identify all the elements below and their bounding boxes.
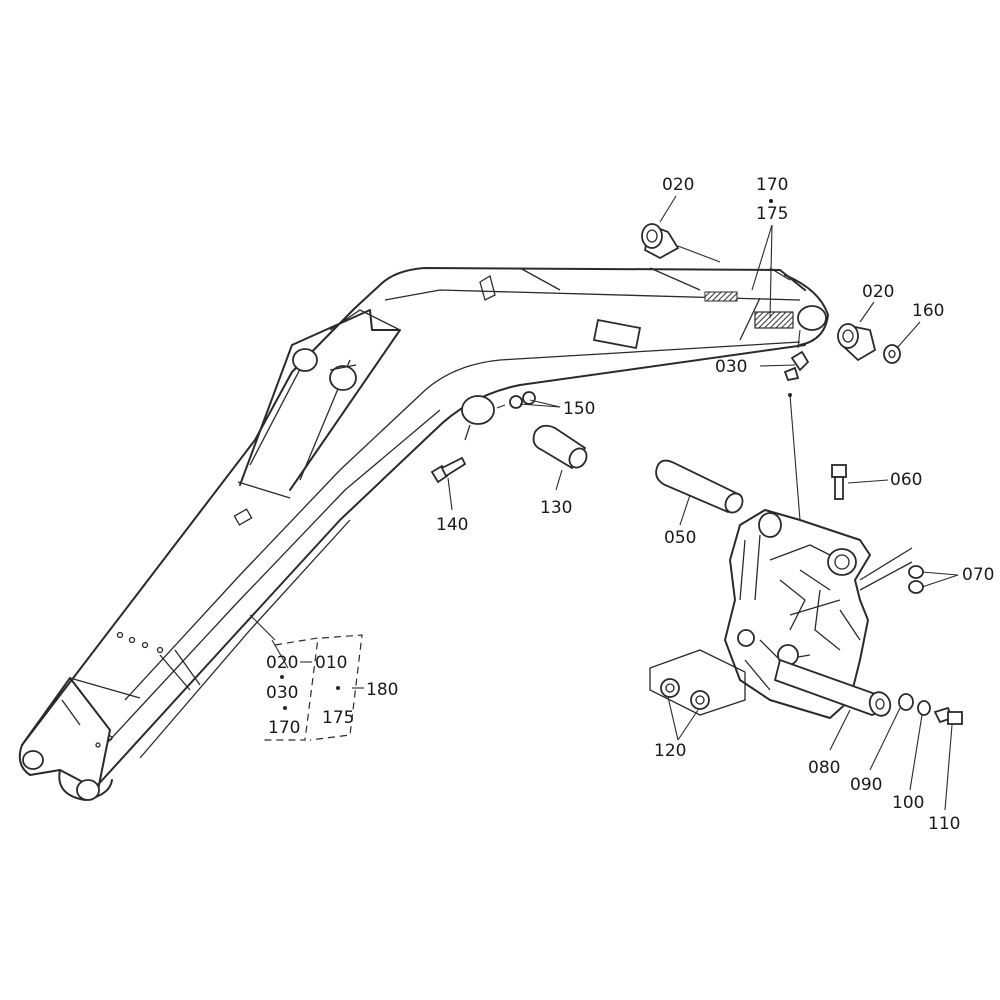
- kit-030: 030: [266, 683, 298, 703]
- pin-050: [655, 459, 744, 514]
- bushing-020-upper: [641, 223, 721, 263]
- bushing-020-right: [837, 323, 877, 362]
- boom-arm: [18, 267, 829, 801]
- bolt-060: [831, 464, 847, 500]
- bolt-140: [430, 456, 467, 484]
- kit-020: 020: [266, 653, 298, 673]
- callout-080: 080: [808, 758, 840, 778]
- callout-020-upper: 020: [662, 175, 694, 195]
- grease-nipple-030: [783, 329, 810, 382]
- kit-175: 175: [322, 708, 354, 728]
- kit-180: 180: [366, 680, 398, 700]
- callout-labels: 020 170 175 020 160 030 150 060 130 140 …: [266, 175, 994, 834]
- callout-020-right: 020: [862, 282, 894, 302]
- washer-160: [883, 344, 901, 364]
- callout-150: 150: [563, 399, 595, 419]
- callout-070: 070: [962, 565, 994, 585]
- callout-140: 140: [436, 515, 468, 535]
- nuts-070: [908, 565, 924, 594]
- nuts-150: [496, 391, 536, 409]
- callout-175: 175: [756, 204, 788, 224]
- callout-170: 170: [756, 175, 788, 195]
- kit-170: 170: [268, 718, 300, 738]
- callout-100: 100: [892, 793, 924, 813]
- swing-bracket: [649, 509, 913, 719]
- bolt-110: [933, 706, 963, 725]
- leader-lines: [249, 195, 959, 811]
- callout-060: 060: [890, 470, 922, 490]
- callout-120: 120: [654, 741, 686, 761]
- callout-110: 110: [928, 814, 960, 834]
- pin-080: [773, 658, 892, 717]
- kit-010: 010: [315, 653, 347, 673]
- callout-050: 050: [664, 528, 696, 548]
- guide-line: [789, 394, 801, 521]
- callout-030: 030: [715, 357, 747, 377]
- kit-group: [262, 634, 364, 741]
- washer-090: [898, 693, 914, 711]
- pin-130: [532, 424, 588, 470]
- washer-100: [917, 700, 931, 716]
- bushings-120: [660, 678, 710, 710]
- callout-130: 130: [540, 498, 572, 518]
- callout-160: 160: [912, 301, 944, 321]
- callout-090: 090: [850, 775, 882, 795]
